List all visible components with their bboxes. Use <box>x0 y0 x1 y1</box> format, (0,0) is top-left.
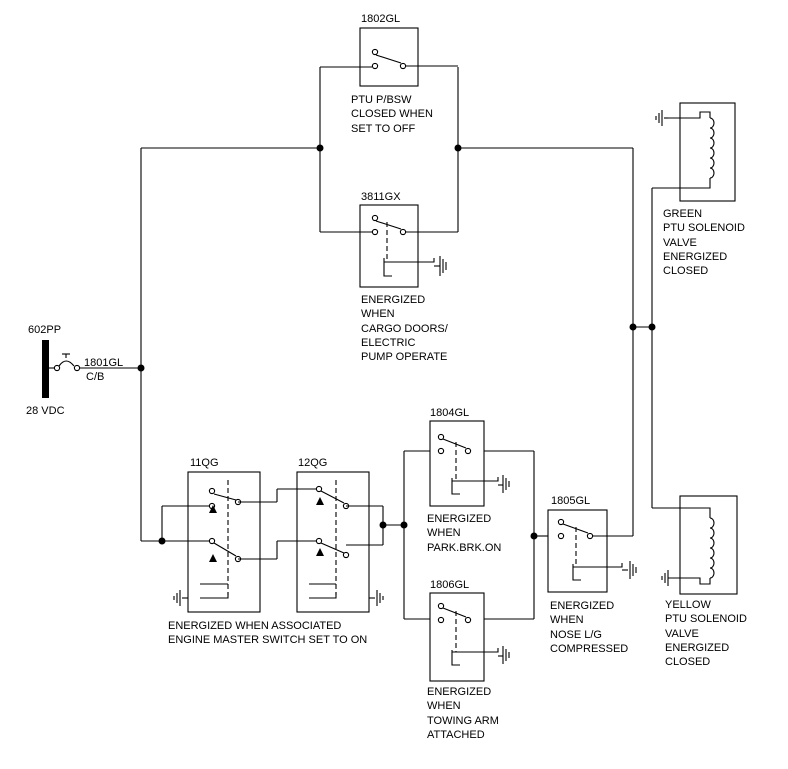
breaker-type-label: C/B <box>86 371 105 383</box>
ground-icon <box>369 590 384 606</box>
solenoid-feed-wires <box>651 187 700 509</box>
main-feed-wires <box>140 67 652 541</box>
source-id-label: 602PP <box>28 324 62 336</box>
ground-icon <box>434 256 447 276</box>
relay-1805gl-desc: ENERGIZED WHEN NOSE L/G COMPRESSED <box>550 600 629 655</box>
relay-11qg-id: 11QG <box>190 457 219 469</box>
relay-1805gl-id: 1805GL <box>551 495 591 507</box>
relay-1804gl <box>429 420 510 507</box>
relay-1802gl <box>320 27 458 87</box>
yellow-ptu-solenoid <box>661 495 738 595</box>
relay-12qg <box>296 471 384 613</box>
ground-icon <box>655 110 668 126</box>
relay-3811gx-desc: ENERGIZED WHEN CARGO DOORS/ ELECTRIC PUM… <box>361 294 448 364</box>
relay-1802gl-id: 1802GL <box>361 13 401 25</box>
relay-12qg-id: 12QG <box>298 457 328 469</box>
brake-tow-wires <box>403 450 548 620</box>
relay-3811gx-id: 3811GX <box>361 191 401 203</box>
green-solenoid-desc: GREEN PTU SOLENOID VALVE ENERGIZED CLOSE… <box>663 208 745 278</box>
ground-icon <box>498 475 510 493</box>
relay-1806gl-desc: ENERGIZED WHEN TOWING ARM ATTACHED <box>427 686 499 741</box>
ground-icon <box>498 646 510 664</box>
relay-1805gl <box>547 509 637 593</box>
relay-1802gl-desc: PTU P/BSW CLOSED WHEN SET TO OFF <box>351 94 433 135</box>
green-ptu-solenoid <box>655 102 736 202</box>
relay-1806gl-id: 1806GL <box>430 579 470 591</box>
circuit-breaker-1801gl <box>58 353 141 372</box>
engine-relay-wires <box>141 488 404 560</box>
ground-icon <box>661 570 669 586</box>
source-voltage-label: 28 VDC <box>26 405 65 417</box>
ground-icon <box>173 590 188 606</box>
relay-1806gl <box>429 592 510 682</box>
power-source-602pp <box>42 340 61 398</box>
relay-1804gl-desc: ENERGIZED WHEN PARK.BRK.ON <box>427 513 502 554</box>
relay-1804gl-id: 1804GL <box>430 407 470 419</box>
relay-11qg <box>173 471 261 613</box>
breaker-id-label: 1801GL <box>84 357 124 369</box>
relay-3811gx <box>320 204 458 288</box>
ground-icon <box>622 561 637 579</box>
yellow-solenoid-desc: YELLOW PTU SOLENOID VALVE ENERGIZED CLOS… <box>665 599 747 669</box>
junction-dots <box>137 144 656 545</box>
engine-master-note: ENERGIZED WHEN ASSOCIATED ENGINE MASTER … <box>168 620 368 647</box>
